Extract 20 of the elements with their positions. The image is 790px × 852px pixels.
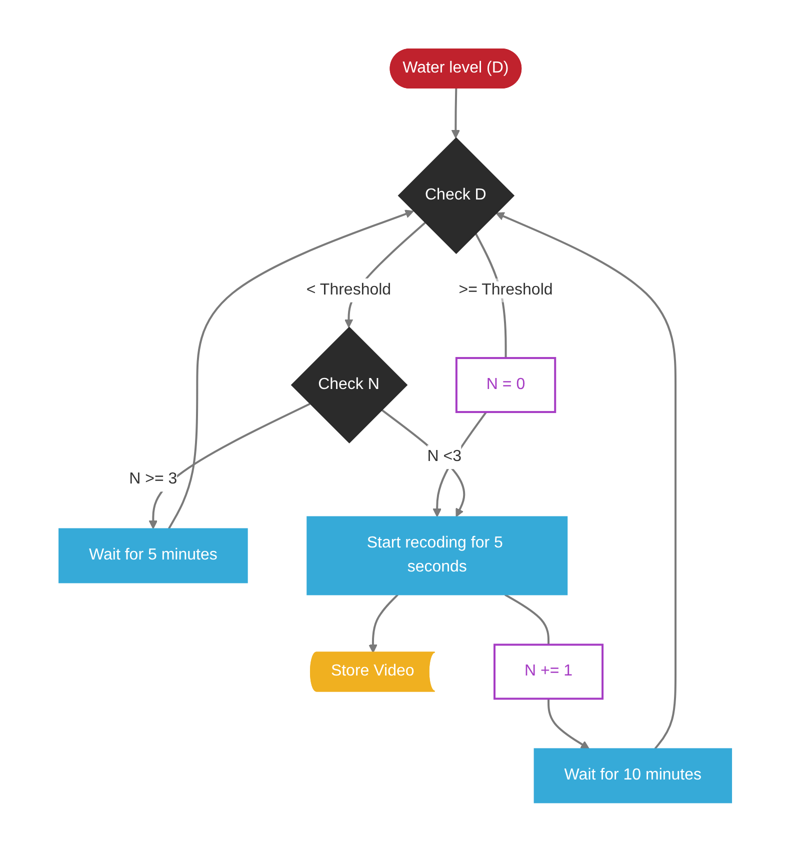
node-box: N += 1 xyxy=(493,644,604,700)
connector xyxy=(504,594,550,645)
edge-label: < Threshold xyxy=(306,281,391,298)
arrow xyxy=(380,409,465,518)
node-box: Start recoding for 5 seconds xyxy=(306,516,568,596)
arrow xyxy=(451,88,460,139)
arrow xyxy=(495,212,676,750)
arrow xyxy=(547,698,590,750)
arrow xyxy=(148,403,310,530)
arrow xyxy=(368,594,398,654)
node-box: Wait for 10 minutes xyxy=(534,748,732,804)
connector xyxy=(474,233,506,358)
edge-label: >= Threshold xyxy=(458,281,553,298)
arrow xyxy=(168,210,414,530)
node-diamond: Check N xyxy=(290,326,408,444)
node-box: Wait for 5 minutes xyxy=(58,528,248,584)
edge-label: N >= 3 xyxy=(128,470,177,488)
node-box: N = 0 xyxy=(455,357,556,414)
edge-label: N <3 xyxy=(426,448,462,466)
node-diamond: Check D xyxy=(398,137,514,254)
